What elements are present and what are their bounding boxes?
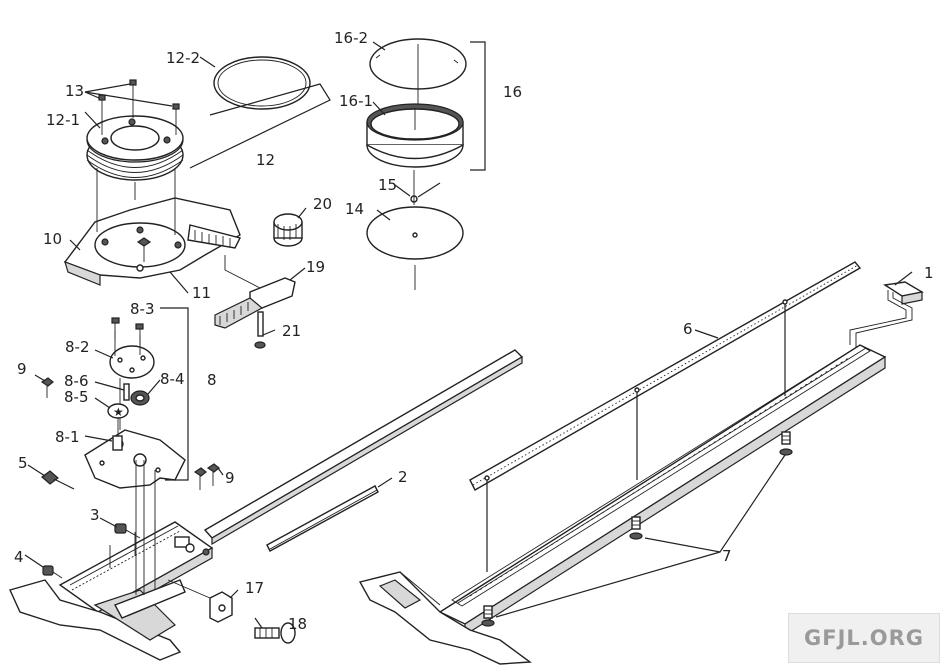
watermark-text: GFJL.ORG (803, 626, 924, 650)
screw-7-group (481, 431, 793, 627)
dial-14 (366, 206, 464, 290)
label-10: 10 (43, 230, 62, 248)
gear-8-4 (130, 390, 150, 406)
label-1: 1 (924, 264, 934, 282)
screw-21 (254, 311, 266, 349)
label-7: 7 (722, 547, 732, 565)
bracket-8 (160, 307, 189, 481)
label-9-right: 9 (225, 469, 235, 487)
label-8-3: 8-3 (130, 300, 155, 318)
label-4: 4 (14, 548, 24, 566)
label-12-2: 12-2 (166, 49, 200, 67)
star-washer-8-5: ★ (107, 403, 129, 419)
label-8-1: 8-1 (55, 428, 80, 446)
label-15: 15 (378, 176, 397, 194)
pin-8-6 (123, 383, 130, 401)
thumb-screw-18 (254, 622, 296, 644)
label-12: 12 (256, 151, 275, 169)
label-2: 2 (398, 468, 408, 486)
label-11: 11 (192, 284, 211, 302)
depth-bar (203, 349, 524, 552)
label-9-left: 9 (17, 360, 27, 378)
crystal-12-2 (213, 56, 311, 110)
svg-text:★: ★ (113, 405, 124, 419)
label-21: 21 (282, 322, 301, 340)
screw-9-left (40, 377, 54, 398)
label-20: 20 (313, 195, 332, 213)
leader-lines (24, 41, 913, 629)
label-17: 17 (245, 579, 264, 597)
label-8-6: 8-6 (64, 372, 89, 390)
label-18: 18 (288, 615, 307, 633)
label-6: 6 (683, 320, 693, 338)
screw-7c (481, 605, 495, 627)
label-8-2: 8-2 (65, 338, 90, 356)
plate-8-1-assembly (84, 412, 186, 595)
screw-4 (42, 565, 63, 579)
label-16-2: 16-2 (334, 29, 368, 47)
dial-cover-16-2 (369, 38, 467, 104)
part-labels: 1 2 3 4 5 6 7 8 8-1 8-2 8-3 8-4 8-5 8-6 … (14, 29, 934, 633)
screw-7b (629, 516, 643, 540)
label-3: 3 (90, 506, 100, 524)
needle-15 (410, 170, 441, 205)
label-8-4: 8-4 (160, 370, 185, 388)
screw-9-right (193, 463, 220, 490)
watermark-badge: GFJL.ORG (788, 613, 940, 663)
label-8: 8 (207, 371, 217, 389)
screw-7a (779, 431, 793, 456)
dial-base-10 (63, 197, 242, 286)
bracket-16 (470, 41, 486, 171)
screws-8-3 (111, 317, 144, 345)
label-8-5: 8-5 (64, 388, 89, 406)
label-5: 5 (18, 454, 28, 472)
bracket-12 (189, 83, 331, 169)
slider-body (9, 520, 214, 661)
label-13: 13 (65, 82, 84, 100)
label-14: 14 (345, 200, 364, 218)
knob-20 (273, 213, 303, 247)
lever-19 (214, 255, 296, 329)
label-19: 19 (306, 258, 325, 276)
label-16: 16 (503, 83, 522, 101)
screw-3 (114, 523, 141, 539)
dial-face-16-1 (366, 103, 464, 168)
main-beam-assembly (358, 281, 924, 665)
label-12-1: 12-1 (46, 111, 80, 129)
screw-11 (136, 237, 152, 262)
bezel-12-1 (86, 115, 184, 235)
label-16-1: 16-1 (339, 92, 373, 110)
rack-strip (469, 261, 862, 572)
screws-13 (84, 79, 180, 135)
screw-5 (41, 470, 75, 490)
bracket-17 (167, 579, 233, 623)
